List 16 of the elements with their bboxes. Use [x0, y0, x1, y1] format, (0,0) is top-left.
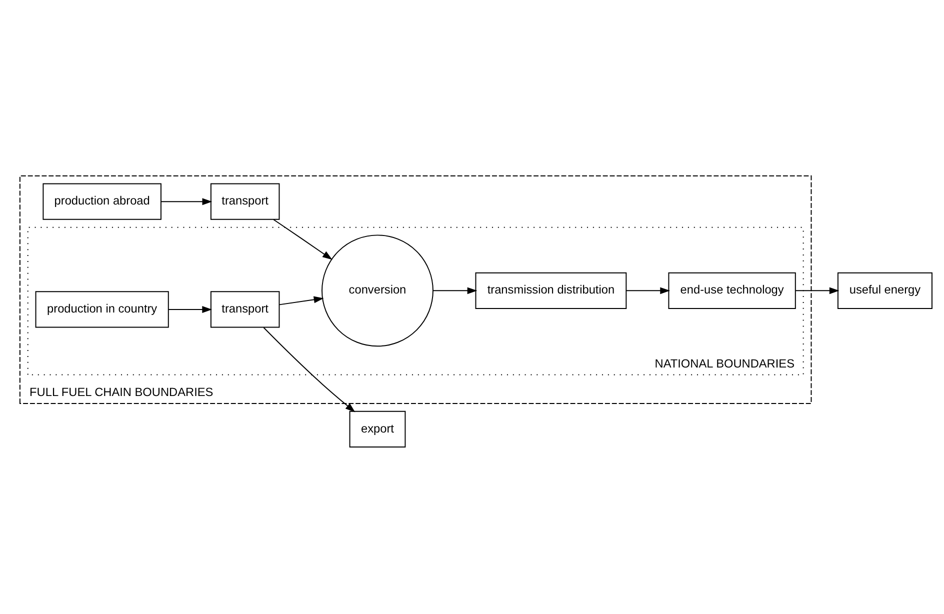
node-box: production abroad [42, 182, 162, 220]
node-box: useful energy [837, 272, 932, 308]
node-box: transport [210, 290, 280, 328]
arrow [278, 296, 324, 305]
node-box: production in country [35, 290, 169, 328]
arrow [263, 326, 356, 412]
arrow [160, 198, 212, 205]
node-box: transport [210, 182, 280, 220]
arrow [168, 306, 212, 312]
arrow [273, 218, 332, 260]
arrow [432, 286, 478, 294]
arrow [795, 286, 840, 294]
node-box: export [349, 410, 406, 448]
node-box: end-use technology [668, 272, 796, 308]
node-box: transmission distribution [475, 272, 627, 308]
arrow [626, 286, 670, 294]
